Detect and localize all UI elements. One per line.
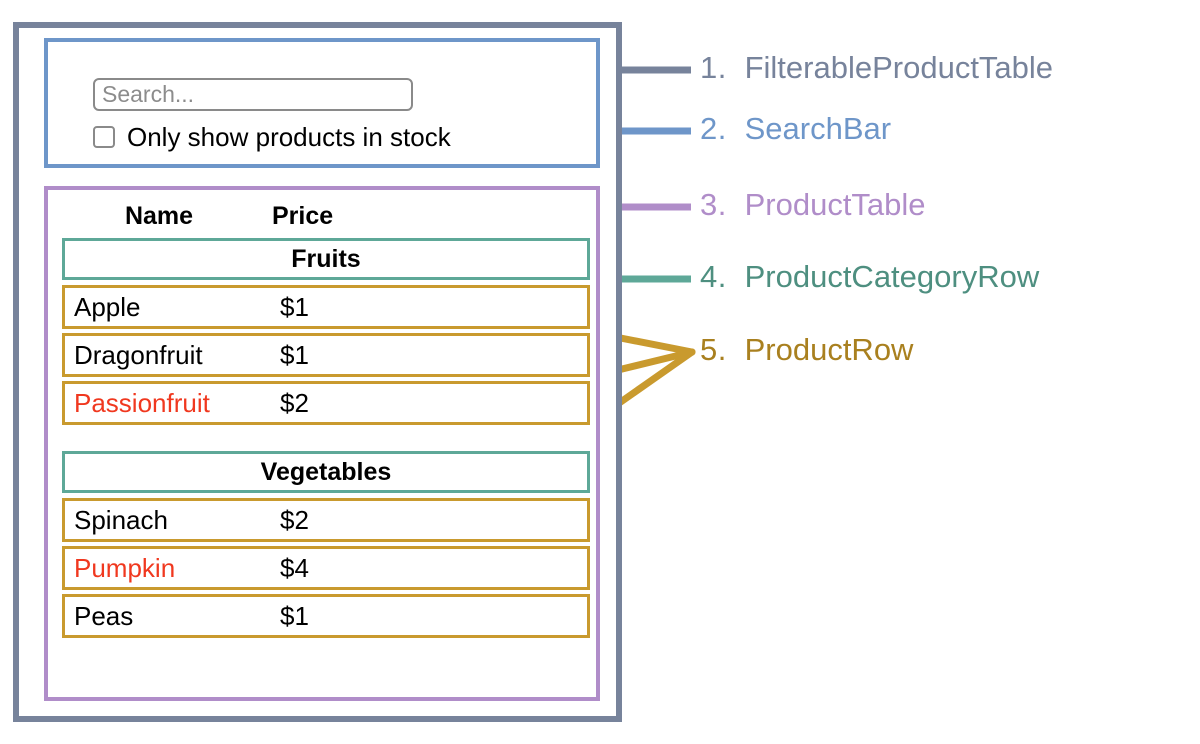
product-name: Peas <box>74 601 134 631</box>
product-row: Passionfruit $2 <box>62 381 590 425</box>
product-price: $2 <box>280 505 309 535</box>
legend-label: FilterableProductTable <box>744 50 1054 85</box>
legend-number: 5. <box>700 332 736 367</box>
product-name: Pumpkin <box>74 553 176 583</box>
product-row: Dragonfruit $1 <box>62 333 590 377</box>
column-header-price: Price <box>272 201 334 230</box>
product-name: Dragonfruit <box>74 340 203 370</box>
legend-label: ProductRow <box>744 332 914 367</box>
product-price: $2 <box>280 388 309 418</box>
search-input[interactable] <box>93 78 413 111</box>
product-row: Apple $1 <box>62 285 590 329</box>
legend-number: 2. <box>700 111 736 146</box>
product-name: Spinach <box>74 505 168 535</box>
search-bar-boundary: Only show products in stock <box>44 38 600 168</box>
column-header-name: Name <box>124 201 194 230</box>
legend-item-filterable-product-table: 1. FilterableProductTable <box>700 52 1053 83</box>
product-price: $1 <box>280 292 309 322</box>
product-category-label: Fruits <box>291 244 361 273</box>
product-table: Name Price Fruits Apple $1 Dragonfruit $… <box>62 194 590 642</box>
product-table-boundary: Name Price Fruits Apple $1 Dragonfruit $… <box>44 186 600 701</box>
legend-item-search-bar: 2. SearchBar <box>700 113 891 144</box>
legend-number: 3. <box>700 187 736 222</box>
checkbox-icon[interactable] <box>93 126 115 148</box>
product-category-label: Vegetables <box>260 457 392 486</box>
product-name: Passionfruit <box>74 388 210 418</box>
product-table-header-row: Name Price <box>62 194 590 238</box>
legend-label: ProductTable <box>744 187 926 222</box>
in-stock-filter-label: Only show products in stock <box>127 122 451 152</box>
group-spacer <box>62 429 590 451</box>
product-row: Pumpkin $4 <box>62 546 590 590</box>
product-price: $1 <box>280 340 309 370</box>
product-row: Peas $1 <box>62 594 590 638</box>
product-price: $4 <box>280 553 309 583</box>
legend-item-product-category-row: 4. ProductCategoryRow <box>700 261 1039 292</box>
in-stock-filter-row[interactable]: Only show products in stock <box>93 124 451 150</box>
product-category-row: Fruits <box>62 238 590 280</box>
product-name: Apple <box>74 292 141 322</box>
legend-label: SearchBar <box>744 111 892 146</box>
legend-item-product-row: 5. ProductRow <box>700 334 913 365</box>
search-input-wrapper <box>93 78 413 111</box>
product-price: $1 <box>280 601 309 631</box>
legend-number: 4. <box>700 259 736 294</box>
legend-number: 1. <box>700 50 736 85</box>
legend-label: ProductCategoryRow <box>744 259 1040 294</box>
product-category-row: Vegetables <box>62 451 590 493</box>
legend-item-product-table: 3. ProductTable <box>700 189 926 220</box>
product-row: Spinach $2 <box>62 498 590 542</box>
